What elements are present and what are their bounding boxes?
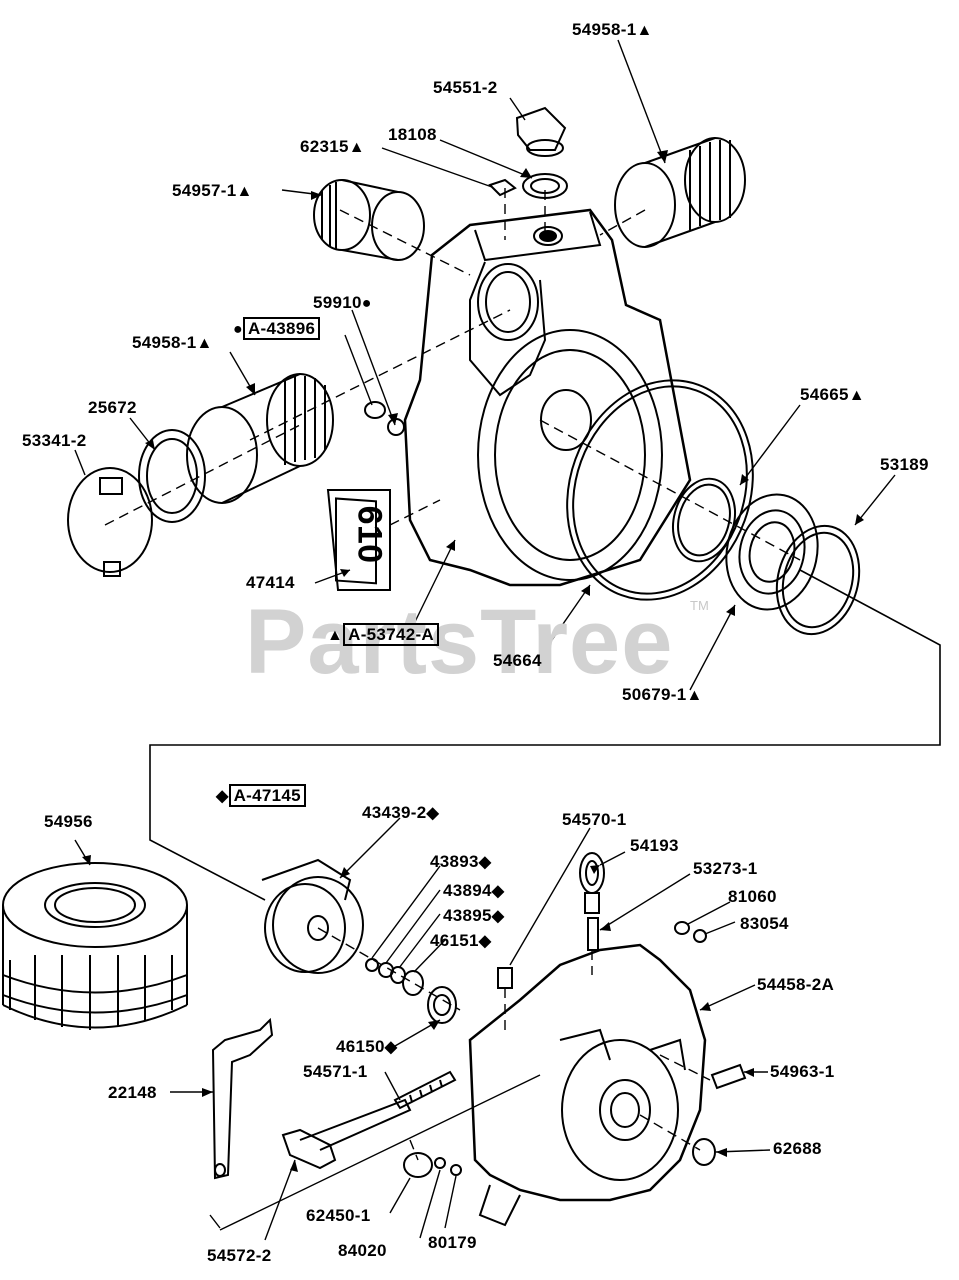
housing-volute-opening bbox=[477, 329, 663, 581]
washer-43893 bbox=[365, 958, 379, 972]
nut-81060 bbox=[674, 921, 690, 935]
pipe-nipple-54958-1-top bbox=[614, 137, 746, 248]
plug-59910 bbox=[387, 418, 405, 436]
pipe-nipple-54958-1-left bbox=[186, 373, 334, 504]
engine-adapter-54458-2A bbox=[468, 943, 707, 1227]
label-53273-1: 53273-1 bbox=[693, 859, 758, 878]
triangle-icon: ▲ bbox=[636, 22, 653, 39]
seal-46151 bbox=[402, 970, 424, 996]
gasket-25672 bbox=[138, 429, 206, 523]
diamond-icon: ◆ bbox=[478, 933, 492, 950]
circle-icon: ● bbox=[361, 295, 372, 312]
diamond-icon: ◆ bbox=[384, 1039, 398, 1056]
lever-22148 bbox=[211, 1017, 274, 1180]
stud-53273-1 bbox=[497, 967, 513, 989]
label-54957-1: 54957-1▲ bbox=[172, 181, 253, 200]
label-59910: 59910● bbox=[313, 293, 372, 312]
drain-lever-54572-2 bbox=[281, 1128, 337, 1170]
label-81060: 81060 bbox=[728, 887, 777, 906]
circle-icon: ● bbox=[233, 321, 243, 338]
label-54571-1: 54571-1 bbox=[303, 1062, 368, 1081]
watermark-tm: TM bbox=[690, 598, 709, 613]
lifting-eye-54570-1 bbox=[579, 852, 605, 951]
plug-62450-1 bbox=[403, 1152, 433, 1178]
label-50679-1: 50679-1▲ bbox=[622, 685, 703, 704]
label-53189: 53189 bbox=[880, 455, 929, 474]
bolt-54571-1 bbox=[393, 1070, 457, 1110]
label-54458-2a: 54458-2A bbox=[757, 975, 835, 994]
label-43893: 43893◆ bbox=[430, 852, 492, 871]
label-54956: 54956 bbox=[44, 812, 93, 831]
label-46151: 46151◆ bbox=[430, 931, 492, 950]
decal-610-text: 610 bbox=[350, 505, 389, 564]
label-54665: 54665▲ bbox=[800, 385, 865, 404]
watermark: PartsTree bbox=[245, 591, 674, 693]
fill-cap-54551-2 bbox=[515, 106, 567, 157]
diamond-icon: ◆ bbox=[491, 908, 505, 925]
label-54572-2: 54572-2 bbox=[207, 1246, 272, 1265]
screw-80179 bbox=[450, 1164, 462, 1176]
label-18108: 18108 bbox=[388, 125, 437, 144]
label-54958-1-top: 54958-1▲ bbox=[572, 20, 653, 39]
label-83054: 83054 bbox=[740, 914, 789, 933]
label-62315: 62315▲ bbox=[300, 137, 365, 156]
label-54551-2: 54551-2 bbox=[433, 78, 498, 97]
o-ring-54664 bbox=[566, 379, 754, 601]
screw-54963-1 bbox=[710, 1063, 747, 1090]
diamond-icon: ◆ bbox=[216, 788, 229, 805]
label-62688: 62688 bbox=[773, 1139, 822, 1158]
label-54664: 54664 bbox=[493, 651, 542, 670]
triangle-icon: ▲ bbox=[236, 183, 253, 200]
label-25672: 25672 bbox=[88, 398, 137, 417]
seal-plate-50679-1 bbox=[725, 493, 819, 611]
seal-46150 bbox=[427, 986, 457, 1024]
label-46150: 46150◆ bbox=[336, 1037, 398, 1056]
triangle-icon: ▲ bbox=[196, 335, 213, 352]
triangle-icon: ▲ bbox=[348, 139, 365, 156]
label-53341-2: 53341-2 bbox=[22, 431, 87, 450]
label-54570-1: 54570-1 bbox=[562, 810, 627, 829]
washer-83054 bbox=[693, 929, 707, 943]
diamond-icon: ◆ bbox=[478, 854, 492, 871]
label-80179: 80179 bbox=[428, 1233, 477, 1252]
label-47414: 47414 bbox=[246, 573, 295, 592]
label-43894: 43894◆ bbox=[443, 881, 505, 900]
pump-housing bbox=[403, 208, 692, 587]
label-54958-1-left: 54958-1▲ bbox=[132, 333, 213, 352]
impeller-43439-2 bbox=[261, 858, 364, 974]
label-62450-1: 62450-1 bbox=[306, 1206, 371, 1225]
label-a-47145: ◆A-47145 bbox=[216, 784, 306, 807]
o-ring-53189 bbox=[775, 524, 861, 636]
housing-inlet-port bbox=[477, 263, 539, 341]
triangle-icon: ▲ bbox=[327, 627, 344, 644]
decal-47414 bbox=[326, 489, 391, 591]
label-54963-1: 54963-1 bbox=[770, 1062, 835, 1081]
plug-62315 bbox=[488, 178, 517, 197]
strainer-54956 bbox=[2, 862, 188, 1030]
label-43895: 43895◆ bbox=[443, 906, 505, 925]
washer-84020 bbox=[434, 1157, 446, 1169]
label-22148: 22148 bbox=[108, 1083, 157, 1102]
diamond-icon: ◆ bbox=[491, 883, 505, 900]
triangle-icon: ▲ bbox=[848, 387, 865, 404]
label-54193: 54193 bbox=[630, 836, 679, 855]
o-ring-62688 bbox=[692, 1138, 716, 1166]
o-ring-54665 bbox=[672, 477, 736, 563]
triangle-icon: ▲ bbox=[686, 687, 703, 704]
cap-53341-2 bbox=[67, 467, 153, 577]
assembly-link-line bbox=[149, 569, 941, 901]
pipe-nipple-54957-1 bbox=[313, 179, 425, 261]
label-a-43896: ●A-43896 bbox=[233, 317, 321, 340]
label-a-53742-a: ▲A-53742-A bbox=[327, 623, 439, 646]
diamond-icon: ◆ bbox=[426, 805, 440, 822]
fitting-a-43896 bbox=[364, 401, 386, 419]
label-84020: 84020 bbox=[338, 1241, 387, 1260]
label-43439-2: 43439-2◆ bbox=[362, 803, 440, 822]
